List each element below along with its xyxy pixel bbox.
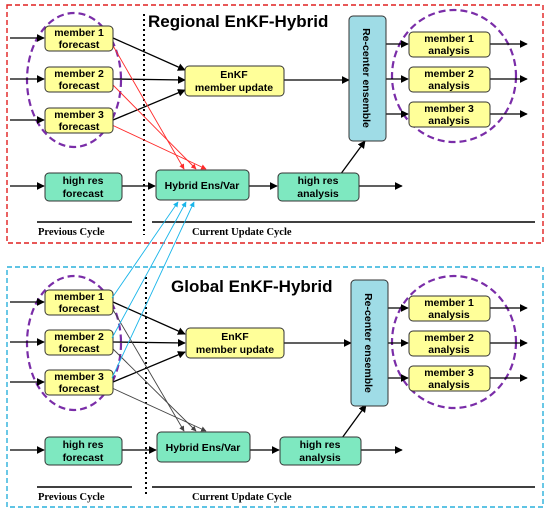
svg-text:analysis: analysis [428,80,470,92]
member-analysis-box: member 1 analysis [408,295,491,322]
svg-text:member 3: member 3 [424,367,474,379]
svg-text:member 2: member 2 [54,331,104,343]
member-forecast-box: member 2 forecast [44,329,114,356]
recenter-ensemble-box: Re-center ensemble [350,279,389,407]
svg-text:forecast: forecast [59,39,100,51]
svg-text:Hybrid Ens/Var: Hybrid Ens/Var [166,442,241,454]
hires-forecast-box: high res forecast [44,172,123,202]
svg-text:EnKF: EnKF [221,331,249,343]
svg-text:member 3: member 3 [54,109,104,121]
svg-text:member 2: member 2 [424,332,474,344]
svg-text:analysis: analysis [428,344,470,356]
svg-text:member update: member update [195,82,273,94]
svg-text:analysis: analysis [428,45,470,57]
current-cycle-label: Current Update Cycle [192,492,292,503]
svg-text:forecast: forecast [59,303,100,315]
member-forecast-box: member 3 forecast [44,107,114,134]
svg-text:member 1: member 1 [424,297,474,309]
ensemble-to-hybrid-arrow [111,307,185,432]
flow-arrow [339,140,366,176]
hybrid-ensvar-box: Hybrid Ens/Var [155,169,250,201]
member-analysis-box: member 3 analysis [408,101,491,128]
global-ensemble-to-regional-hybrid-arrow [111,201,195,379]
member-analysis-box: member 2 analysis [408,66,491,93]
svg-text:member 3: member 3 [54,371,104,383]
svg-text:forecast: forecast [63,452,104,464]
svg-text:high res: high res [63,175,104,187]
svg-text:member 1: member 1 [54,27,104,39]
flow-arrow [112,89,186,121]
global-panel: Global EnKF-Hybrid member 1 forecast [6,266,544,508]
regional-panel: Regional EnKF-Hybrid [6,4,544,244]
flow-arrow [112,351,186,383]
hires-analysis-box: high res analysis [279,436,362,466]
ensemble-to-hybrid-arrow [111,43,185,170]
regional-panel-border [6,4,544,244]
member-forecast-box: member 3 forecast [44,369,114,396]
svg-text:analysis: analysis [299,452,341,464]
ensemble-to-hybrid-arrow [111,83,197,170]
svg-text:Hybrid Ens/Var: Hybrid Ens/Var [165,180,240,192]
svg-text:EnKF: EnKF [220,69,248,81]
svg-text:analysis: analysis [428,115,470,127]
svg-text:member 1: member 1 [424,33,474,45]
member-analysis-box: member 1 analysis [408,31,491,58]
hires-forecast-box: high res forecast [44,436,123,466]
svg-text:member 3: member 3 [424,103,474,115]
previous-cycle-label: Previous Cycle [38,492,105,503]
flow-arrow [112,339,186,347]
flow-arrow [112,301,186,335]
svg-text:forecast: forecast [59,121,100,133]
svg-text:high res: high res [300,439,341,451]
svg-text:high res: high res [298,175,339,187]
forecast-ensemble-circle [25,11,123,149]
previous-cycle-label: Previous Cycle [38,227,105,238]
svg-text:Re-center ensemble: Re-center ensemble [362,293,374,393]
member-forecast-box: member 2 forecast [44,66,114,93]
ensemble-to-hybrid-arrow [111,124,207,170]
svg-text:high res: high res [63,439,104,451]
ensemble-to-hybrid-arrow [111,347,197,432]
flow-arrow [112,37,186,71]
member-forecast-box: member 1 forecast [44,289,114,316]
analysis-ensemble-circle [390,274,518,410]
forecast-ensemble-circle [25,274,123,412]
current-cycle-label: Current Update Cycle [192,227,292,238]
member-forecast-box: member 1 forecast [44,25,114,52]
svg-text:Re-center ensemble: Re-center ensemble [360,28,372,128]
svg-text:member 1: member 1 [54,291,104,303]
svg-text:forecast: forecast [59,383,100,395]
ensemble-to-hybrid-arrow [111,387,207,432]
svg-text:member 2: member 2 [424,68,474,80]
svg-text:forecast: forecast [59,80,100,92]
hires-analysis-box: high res analysis [277,172,360,202]
svg-text:member update: member update [196,344,274,356]
analysis-ensemble-circle [390,8,518,144]
member-analysis-box: member 3 analysis [408,365,491,392]
hybrid-ensvar-box: Hybrid Ens/Var [156,431,251,463]
svg-text:forecast: forecast [59,343,100,355]
enkf-update-box: EnKF member update [184,65,285,97]
member-analysis-box: member 2 analysis [408,330,491,357]
enkf-update-box: EnKF member update [185,327,285,359]
svg-text:member 2: member 2 [54,68,104,80]
global-to-regional-arrows [111,201,195,379]
global-ensemble-to-regional-hybrid-arrow [111,201,187,339]
flow-arrow [112,76,186,84]
flow-arrow [341,404,367,439]
global-ensemble-to-regional-hybrid-arrow [111,201,179,299]
svg-text:analysis: analysis [428,309,470,321]
regional-title: Regional EnKF-Hybrid [148,12,328,31]
svg-text:analysis: analysis [297,188,339,200]
global-panel-border [6,266,544,508]
recenter-ensemble-box: Re-center ensemble [348,15,387,142]
global-title: Global EnKF-Hybrid [171,277,333,296]
svg-text:analysis: analysis [428,379,470,391]
svg-text:forecast: forecast [63,188,104,200]
